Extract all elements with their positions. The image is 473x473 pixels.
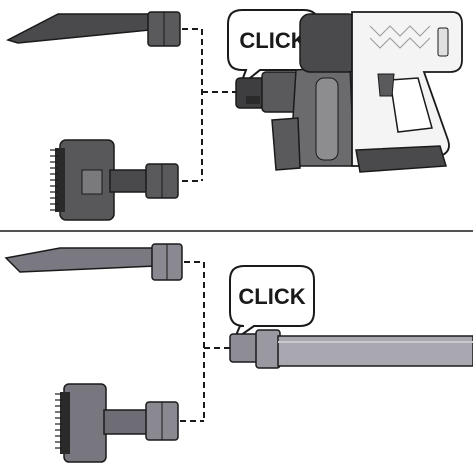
click-label: CLICK [239, 28, 306, 53]
crevice-tool [6, 11, 181, 47]
handheld-vacuum-body [235, 11, 463, 173]
click-label: CLICK [238, 284, 305, 309]
click-callout: CLICK [229, 265, 315, 343]
connector-lines [180, 261, 230, 422]
panel-extension: CLICK [4, 243, 473, 463]
brush-tool [55, 383, 179, 463]
brush-tool [50, 139, 179, 221]
crevice-tool [4, 243, 183, 281]
panel-handheld: CLICK [6, 9, 463, 221]
connector-lines [182, 28, 236, 182]
extension-tube [229, 329, 473, 369]
